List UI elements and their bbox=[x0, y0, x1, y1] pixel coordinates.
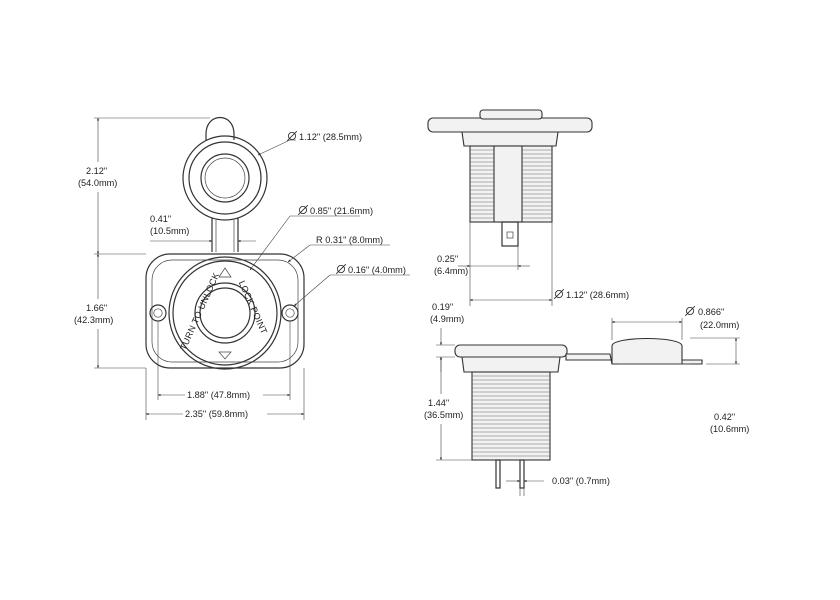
mounting-plate bbox=[145, 253, 305, 369]
dim-cap-diameter-side: 0.866" (22.0mm) bbox=[611, 305, 739, 340]
ring-text-unlock: TURN TO UNLOCK bbox=[178, 271, 221, 352]
face-diameter-label: 0.85" (21.6mm) bbox=[310, 206, 373, 216]
lock-arrow-top bbox=[218, 267, 232, 278]
side-view-top: 0.25" (6.4mm) 1.12" (28.6mm) bbox=[427, 109, 629, 306]
thread-lines-bottom bbox=[472, 375, 550, 457]
body-length-label: 1.44" bbox=[428, 398, 449, 408]
hole-spacing-label: 1.88" (47.8mm) bbox=[187, 390, 250, 400]
dim-overall-height: 2.12" (54.0mm) bbox=[78, 117, 210, 255]
overall-height-mm-label: (54.0mm) bbox=[78, 178, 117, 188]
base-height-mm-label: (42.3mm) bbox=[74, 315, 113, 325]
dim-body-length: 1.44" (36.5mm) bbox=[420, 356, 472, 461]
diameter-icon bbox=[684, 305, 696, 317]
corner-radius-label: R 0.31" (8.0mm) bbox=[316, 235, 383, 245]
left-mounting-hole bbox=[149, 304, 167, 322]
body-diameter-label: 1.12" (28.6mm) bbox=[566, 290, 629, 300]
side-view-bottom: 0.19" (4.9mm) 1.44" (36.5mm) 0.866" (22.… bbox=[420, 302, 749, 496]
flange-thickness-mm-label: (4.9mm) bbox=[430, 314, 464, 324]
right-mounting-hole bbox=[281, 304, 299, 322]
ring-text-lock-point: LOCK POINT bbox=[237, 279, 270, 336]
lock-arrow-bottom bbox=[218, 351, 232, 360]
side-cap-diameter-mm-label: (22.0mm) bbox=[700, 320, 739, 330]
overall-width-label: 2.35" (59.8mm) bbox=[185, 409, 248, 419]
hole-diameter-label: 0.16" (4.0mm) bbox=[348, 265, 406, 275]
cap-assembly bbox=[182, 117, 268, 252]
flange-thickness-label: 0.19" bbox=[432, 302, 453, 312]
dim-pin-thickness: 0.03" (0.7mm) bbox=[506, 476, 610, 496]
cap-diameter-label: 1.12" (28.5mm) bbox=[299, 132, 362, 142]
dim-cap-diameter: 1.12" (28.5mm) bbox=[257, 130, 362, 156]
dim-tab-width: 0.41" (10.5mm) bbox=[150, 214, 256, 243]
body-length-mm-label: (36.5mm) bbox=[424, 410, 463, 420]
dim-flange-thickness: 0.19" (4.9mm) bbox=[430, 302, 464, 372]
pin-thickness-label: 0.03" (0.7mm) bbox=[552, 476, 610, 486]
terminal-offset-label: 0.25" bbox=[437, 254, 458, 264]
cap-height-mm-label: (10.6mm) bbox=[710, 424, 749, 434]
dim-hole-spacing: 1.88" (47.8mm) bbox=[157, 322, 291, 401]
dim-terminal-offset: 0.25" (6.4mm) bbox=[434, 222, 530, 306]
tab-width-mm-label: (10.5mm) bbox=[150, 226, 189, 236]
diameter-icon bbox=[335, 263, 347, 275]
overall-height-label: 2.12" bbox=[86, 166, 107, 176]
base-height-label: 1.66" bbox=[86, 303, 107, 313]
dim-base-height: 1.66" (42.3mm) bbox=[74, 253, 146, 369]
dim-overall-width: 2.35" (59.8mm) bbox=[145, 368, 305, 420]
side-cap-diameter-label: 0.866" bbox=[698, 307, 724, 317]
cap-height-label: 0.42" bbox=[714, 412, 735, 422]
tab-width-label: 0.41" bbox=[150, 214, 171, 224]
dim-cap-height: 0.42" (10.6mm) bbox=[690, 337, 749, 434]
socket-ring: TURN TO UNLOCK LOCK POINT bbox=[168, 256, 282, 370]
terminal-offset-mm-label: (6.4mm) bbox=[434, 266, 468, 276]
dim-corner-radius: R 0.31" (8.0mm) bbox=[287, 235, 390, 263]
dim-body-diameter: 1.12" (28.6mm) bbox=[469, 222, 629, 306]
dim-hole-diameter: 0.16" (4.0mm) bbox=[293, 263, 410, 307]
diameter-icon bbox=[297, 204, 309, 216]
diameter-icon bbox=[286, 130, 298, 142]
dim-face-diameter: 0.85" (21.6mm) bbox=[249, 204, 373, 271]
diameter-icon bbox=[553, 288, 565, 300]
front-view: TURN TO UNLOCK LOCK POINT 2.12" (54.0mm)… bbox=[74, 117, 410, 420]
